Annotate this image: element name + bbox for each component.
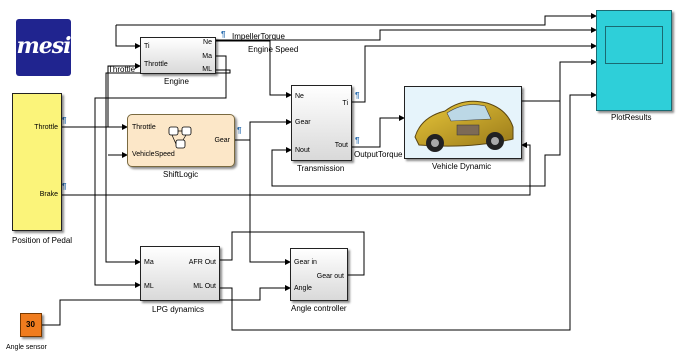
engine-label: Engine	[164, 77, 189, 86]
pedal-label: Position of Pedal	[12, 236, 73, 245]
signal-impeller-torque: ImpellerTorque	[232, 32, 285, 41]
engine-in-ti: Ti	[144, 43, 150, 50]
shift-out-gear: Gear	[214, 137, 230, 144]
signal-probe-icon[interactable]: ¶	[237, 126, 242, 135]
stateflow-chart-icon	[168, 126, 192, 149]
trans-in-nout: Nout	[295, 147, 310, 154]
signal-probe-icon[interactable]: ¶	[62, 116, 67, 125]
pedal-out-throttle: Throttle	[34, 124, 58, 131]
angle-out-gear: Gear out	[316, 273, 344, 280]
signal-probe-icon[interactable]: ¶	[355, 91, 360, 100]
trans-in-ne: Ne	[295, 93, 304, 100]
shift-logic-block[interactable]: Throttle VehicleSpeed Gear	[127, 114, 235, 167]
trans-out-ti: Ti	[342, 100, 348, 107]
engine-out-ne: Ne	[203, 39, 212, 46]
lpg-dynamics-block[interactable]: Ma ML AFR Out ML Out	[140, 246, 220, 301]
angle-controller-block[interactable]: Gear in Angle Gear out	[290, 248, 348, 301]
signal-probe-icon[interactable]: ¶	[62, 182, 67, 191]
engine-out-ml: ML	[202, 66, 212, 73]
trans-in-gear: Gear	[295, 119, 311, 126]
mesi-logo: mesi	[16, 19, 71, 76]
signal-throttle: Throttle	[108, 65, 136, 74]
signal-probe-icon[interactable]: ¶	[355, 136, 360, 145]
pedal-out-brake: Brake	[39, 191, 58, 198]
vehicle-dynamic-block[interactable]	[404, 86, 522, 159]
lpg-in-ma: Ma	[144, 259, 154, 266]
transmission-block[interactable]: Ne Gear Nout Ti Tout	[291, 85, 352, 161]
engine-out-ma: Ma	[202, 53, 212, 60]
angle-in-angle: Angle	[294, 285, 312, 292]
scope-screen	[605, 26, 663, 64]
shift-logic-label: ShiftLogic	[163, 170, 199, 179]
plot-results-label: PlotResults	[611, 113, 652, 122]
signal-probe-icon[interactable]: ¶	[221, 30, 226, 39]
lpg-out-ml: ML Out	[193, 283, 216, 290]
signal-output-torque: OutputTorque	[354, 150, 403, 159]
logo-text: mesi	[16, 33, 71, 59]
lpg-dynamics-label: LPG dynamics	[152, 305, 205, 314]
car-cutaway-image	[414, 100, 514, 152]
lpg-out-afr: AFR Out	[188, 259, 216, 266]
trans-out-tout: Tout	[334, 142, 348, 149]
signal-engine-speed: Engine Speed	[248, 45, 299, 54]
pedal-block[interactable]: Throttle Brake	[12, 93, 62, 231]
shift-in-vehicle-speed: VehicleSpeed	[132, 151, 175, 158]
angle-controller-label: Angle controller	[291, 304, 347, 313]
lpg-in-ml: ML	[144, 283, 154, 290]
angle-sensor-label: Angle sensor	[6, 344, 47, 351]
angle-in-gear: Gear in	[294, 259, 317, 266]
angle-sensor-value: 30	[26, 320, 35, 329]
transmission-label: Transmission	[297, 164, 345, 173]
vehicle-dynamic-label: Vehicle Dynamic	[432, 162, 492, 171]
engine-in-throttle: Throttle	[144, 61, 168, 68]
angle-sensor-block[interactable]: 30	[20, 313, 42, 337]
shift-in-throttle: Throttle	[132, 124, 156, 131]
engine-block[interactable]: Ti Throttle Ne Ma ML	[140, 37, 216, 74]
